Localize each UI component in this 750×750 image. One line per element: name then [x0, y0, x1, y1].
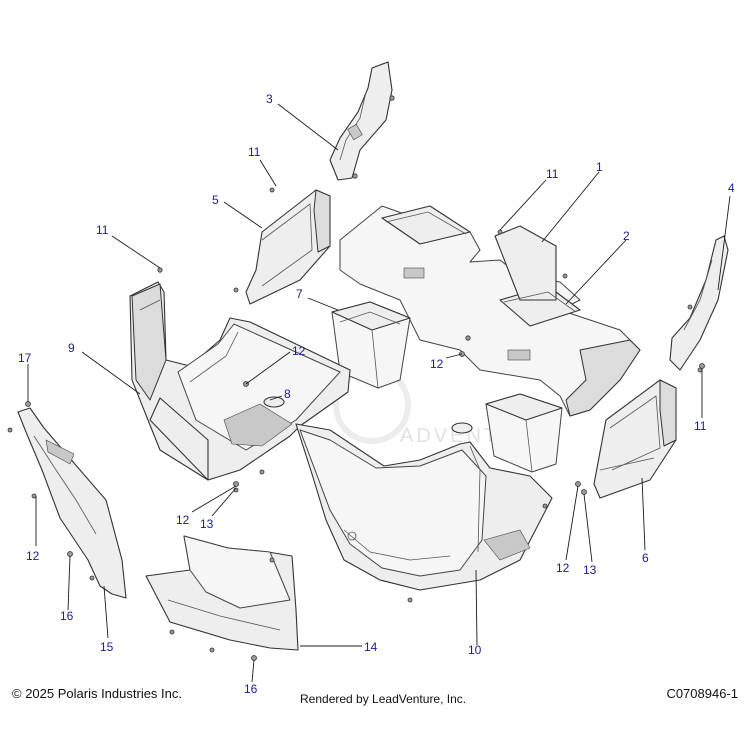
callout-4[interactable]: 4	[728, 181, 735, 195]
callout-9[interactable]: 9	[68, 341, 75, 355]
part-3-side-trim[interactable]	[329, 61, 395, 181]
part-10-floor-tub-right[interactable]	[295, 422, 553, 603]
callout-14[interactable]: 14	[364, 640, 378, 654]
callout-12-right[interactable]: 12	[556, 561, 570, 575]
diagram-code: C0708946-1	[666, 686, 738, 701]
part-4-side-trim-right[interactable]	[669, 235, 729, 373]
rendered-by-text: Rendered by LeadVenture, Inc.	[300, 692, 467, 706]
part-14-footwell-panel[interactable]	[145, 535, 299, 653]
callout-15[interactable]: 15	[100, 640, 114, 654]
callout-11-right[interactable]: 11	[694, 419, 707, 433]
callout-12-front[interactable]: 12	[176, 513, 190, 527]
callout-12-center[interactable]: 12	[430, 357, 444, 371]
callout-11-center[interactable]: 11	[546, 167, 559, 181]
callout-6[interactable]: 6	[642, 551, 649, 565]
callout-13-front[interactable]: 13	[200, 517, 214, 531]
callout-5[interactable]: 5	[212, 193, 219, 207]
callout-1[interactable]: 1	[596, 160, 603, 174]
part-1-seat-base-frame[interactable]	[339, 205, 641, 417]
callout-16-left[interactable]: 16	[60, 609, 74, 623]
copyright-text: © 2025 Polaris Industries Inc.	[12, 686, 182, 701]
callout-3[interactable]: 3	[266, 92, 273, 106]
part-15-front-fender-panel[interactable]	[7, 407, 127, 599]
callout-11-top[interactable]: 11	[248, 145, 261, 159]
callout-labels: 1 2 3 4 5 6 7 8 9 10 11 11 11 11 11 12 1…	[18, 92, 735, 696]
part-9-floor-tub-left[interactable]	[129, 267, 351, 493]
callout-8[interactable]: 8	[284, 387, 291, 401]
callout-17[interactable]: 17	[18, 351, 32, 365]
part-6-rear-side-panel-right[interactable]	[593, 379, 677, 499]
callout-12-left[interactable]: 12	[26, 549, 40, 563]
part-7-storage-bin[interactable]	[331, 301, 411, 389]
callout-16-bottom[interactable]: 16	[244, 682, 258, 696]
callout-10[interactable]: 10	[468, 643, 482, 657]
part-5-rear-side-panel-left[interactable]	[233, 187, 331, 305]
callout-7[interactable]: 7	[296, 287, 303, 301]
callout-13-right[interactable]: 13	[583, 563, 597, 577]
storage-bin-right	[485, 393, 563, 473]
callout-11-left[interactable]: 11	[96, 223, 109, 237]
callout-12-tub[interactable]: 12	[292, 344, 306, 358]
callout-2[interactable]: 2	[623, 229, 630, 243]
leader-lines	[27, 103, 731, 683]
